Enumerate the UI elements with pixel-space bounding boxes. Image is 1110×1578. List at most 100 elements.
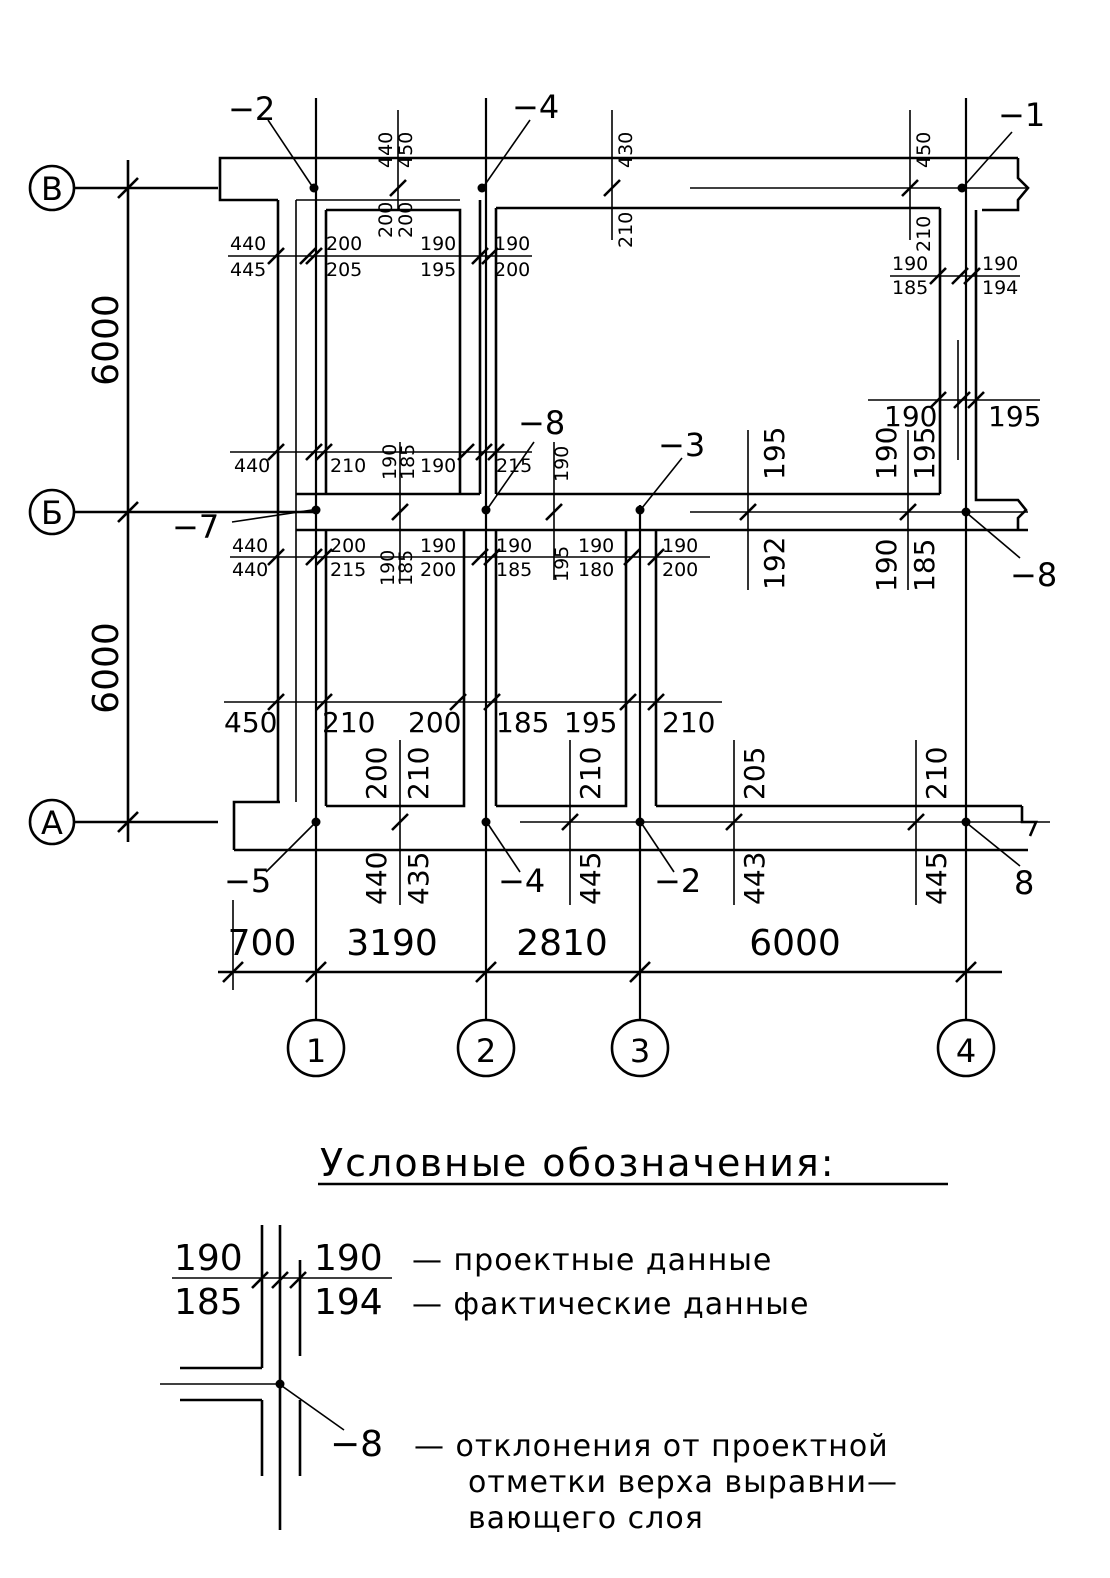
dim-r4-9: 192 [758, 537, 791, 590]
span-v-bottom: 6000 [86, 622, 127, 714]
dim-r3-3: 190 [379, 444, 401, 480]
legend-actual-label: — фактические данные [412, 1287, 809, 1322]
mark-a1: −5 [224, 862, 271, 900]
mark-a4: 8 [1014, 864, 1034, 902]
vertical-dimension-line: 6000 6000 [86, 160, 139, 842]
span-v-top: 6000 [86, 294, 127, 386]
mark-v4: −1 [998, 96, 1045, 134]
dim-r5-5: 195 [564, 706, 617, 739]
dim-r1-3a: 190 [420, 233, 456, 255]
dim-r3-4: 185 [397, 444, 419, 480]
mark-b1: −7 [172, 508, 219, 546]
dim-v-450: 450 [913, 132, 935, 168]
legend-design-right: 190 [314, 1238, 383, 1279]
dim-r4-10a: 190 [870, 539, 903, 592]
dim-v-210: 210 [615, 212, 637, 248]
dim-r1-4b: 200 [494, 259, 530, 281]
dim-r5-1: 450 [224, 706, 277, 739]
dim-r1-4a: 190 [494, 233, 530, 255]
dim-r4-5b: 185 [496, 559, 532, 581]
mark-b3: −3 [658, 426, 705, 464]
dim-r4-1b: 440 [232, 559, 268, 581]
mark-v2: −4 [512, 88, 559, 126]
dim-r7-2: 445 [574, 852, 607, 905]
legend-dev-label-2: отметки верха выравни— [468, 1465, 898, 1500]
mark-b2: −8 [518, 404, 565, 442]
dim-r4-3a: 190 [377, 550, 399, 586]
legend-dev-label-1: — отклонения от проектной [414, 1429, 889, 1464]
dim-r7-1a: 440 [360, 852, 393, 905]
dim-r2-a: 190 [884, 400, 937, 433]
dim-r1-2a: 200 [326, 233, 362, 255]
dim-v1-a: 440 [375, 132, 397, 168]
dim-v-210-c4: 210 [913, 216, 935, 252]
legend-design-left: 190 [174, 1238, 243, 1279]
dim-r4-8b: 200 [662, 559, 698, 581]
dim-r4-2b: 215 [330, 559, 366, 581]
dim-v1-b: 450 [395, 132, 417, 168]
col-axis-3-label: 3 [630, 1032, 650, 1070]
dim-r3-8: 195 [758, 427, 791, 480]
dimension-values: 440 450 200 200 430 210 450 210 440 445 … [224, 110, 1041, 905]
mark-a2: −4 [498, 862, 545, 900]
dim-r1-5b: 185 [892, 277, 928, 299]
row-axis-v: В [28, 164, 218, 212]
dim-r6-3: 205 [738, 747, 771, 800]
dim-r4-6: 195 [551, 546, 573, 582]
dim-r1-6a: 190 [982, 253, 1018, 275]
col-axis-4: 4 [936, 98, 996, 1078]
dim-r7-1b: 435 [402, 852, 435, 905]
dim-r1-2b: 205 [326, 259, 362, 281]
legend-design-label: — проектные данные [412, 1243, 772, 1278]
dim-r3-9: 190 [870, 427, 903, 480]
horizontal-dimension-line: 700 3190 2810 6000 [218, 900, 1002, 990]
dim-r4-4a: 190 [420, 535, 456, 557]
deviation-marks: −2 −4 −1 −7 −8 −3 −8 −5 −4 −2 8 [172, 88, 1057, 902]
legend-actual-right: 194 [314, 1282, 383, 1323]
dim-r5-2: 210 [322, 706, 375, 739]
dim-r4-1a: 440 [232, 535, 268, 557]
dim-r4-3b: 185 [395, 550, 417, 586]
legend-title: Условные обозначения: [320, 1141, 836, 1185]
dim-r4-5a: 190 [496, 535, 532, 557]
dim-r3-6: 215 [496, 455, 532, 477]
dim-r7-3: 443 [738, 852, 771, 905]
dim-r6-1a: 200 [360, 747, 393, 800]
col-axis-1: 1 [286, 98, 346, 1078]
dim-r1-3b: 195 [420, 259, 456, 281]
dim-r1-5a: 190 [892, 253, 928, 275]
dim-r4-2a: 200 [330, 535, 366, 557]
dim-r1-1b: 445 [230, 259, 266, 281]
col-axis-3: 3 [610, 505, 670, 1078]
dim-r4-8a: 190 [662, 535, 698, 557]
dim-r4-7a: 190 [578, 535, 614, 557]
col-axis-1-label: 1 [306, 1032, 326, 1070]
row-axis-a-label: А [41, 804, 63, 842]
foundation-walls [218, 156, 1050, 852]
span-h-4: 6000 [749, 923, 841, 964]
row-axis-v-label: В [41, 170, 63, 208]
dim-r3-2: 210 [330, 455, 366, 477]
col-axis-2-label: 2 [476, 1032, 496, 1070]
dim-r4-7b: 180 [578, 559, 614, 581]
row-axis-a: А [28, 798, 218, 846]
span-h-1: 700 [228, 923, 297, 964]
dim-r4-10b: 185 [908, 539, 941, 592]
dim-r2-b: 195 [988, 400, 1041, 433]
row-axis-b-label: Б [41, 494, 63, 532]
dim-r1-1a: 440 [230, 233, 266, 255]
mark-a3: −2 [654, 862, 701, 900]
dim-r5-4: 185 [496, 706, 549, 739]
dim-r3-10: 195 [908, 427, 941, 480]
span-h-3: 2810 [516, 923, 608, 964]
dim-r6-2: 210 [574, 747, 607, 800]
dim-r5-6: 210 [662, 706, 715, 739]
dim-r7-4: 445 [920, 852, 953, 905]
dim-r5-3: 200 [408, 706, 461, 739]
dim-v1-c: 200 [375, 202, 397, 238]
legend-actual-left: 185 [174, 1282, 243, 1323]
mark-b4: −8 [1010, 556, 1057, 594]
legend-dev-label-3: вающего слоя [468, 1501, 704, 1536]
dim-r3-7: 190 [551, 446, 573, 482]
